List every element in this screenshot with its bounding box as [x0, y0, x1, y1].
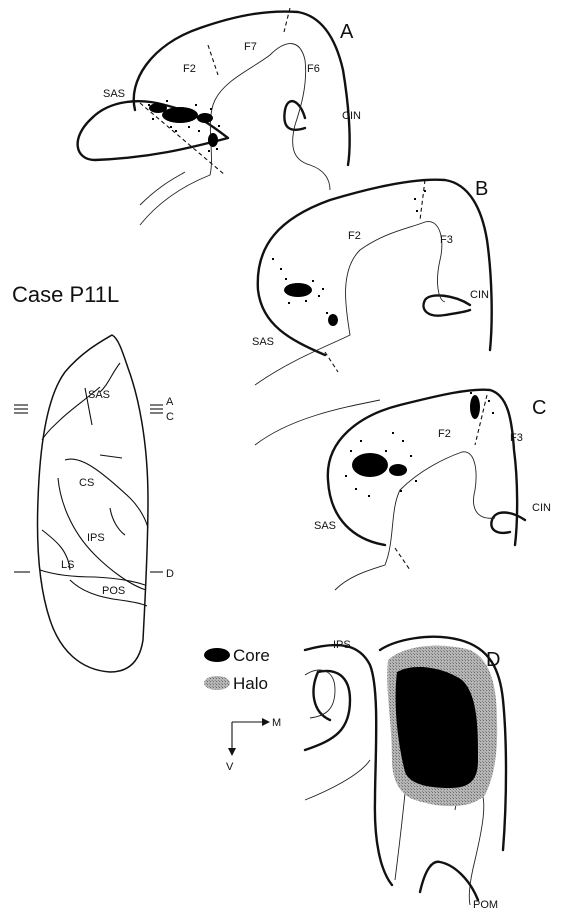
legend-core-label: Core [233, 646, 270, 665]
section-a-area-f6: F6 [307, 63, 320, 75]
section-d-ips-fold-2 [314, 672, 330, 720]
section-d-sulcus-pom: POM [473, 899, 498, 911]
section-c-sulcus-sas: SAS [314, 520, 336, 532]
section-a-border-f2-f7 [208, 45, 218, 75]
orientation-arrows: M V [226, 717, 281, 773]
section-c-labeled-cells [345, 392, 494, 497]
orientation-ventral: V [226, 761, 234, 773]
section-d-inner-mid [305, 760, 370, 800]
section-b: B F2 F3 SAS CIN [252, 178, 492, 385]
level-mark-d: D [166, 568, 174, 580]
section-a-inner [140, 44, 330, 225]
section-b-cin-notch [424, 295, 470, 315]
level-mark-ac-left [14, 405, 28, 413]
brain-map-sulcus-cs [65, 459, 148, 528]
section-d-ips-fold [305, 671, 350, 750]
orientation-medial: M [272, 717, 281, 729]
section-b-border-f2-f3 [420, 180, 425, 220]
section-c-border-sas [395, 548, 410, 570]
section-a: A F2 F7 F6 SAS CIN [78, 8, 361, 225]
brain-map-sulcus-cs-2 [100, 455, 122, 458]
section-d-core [396, 667, 478, 788]
section-a-sulcus-cin: CIN [342, 110, 361, 122]
section-b-border-sas [325, 352, 338, 372]
brain-map-sulcus-mid [110, 508, 125, 535]
section-c-inner [255, 400, 380, 445]
section-a-area-f7: F7 [244, 41, 257, 53]
section-a-basal-line [140, 172, 185, 205]
brain-map-label-sas: SAS [88, 389, 110, 401]
arrow-medial-head [262, 718, 270, 726]
section-c-cin-notch [491, 513, 525, 533]
section-b-sulcus-sas: SAS [252, 336, 274, 348]
section-b-inner [255, 222, 445, 385]
section-b-area-f3: F3 [440, 234, 453, 246]
case-title: Case P11L [12, 282, 119, 307]
level-mark-a: A [166, 396, 174, 408]
brain-map-label-ips: IPS [87, 532, 105, 544]
section-b-panel-letter: B [475, 178, 488, 200]
arrow-ventral-head [228, 748, 236, 756]
brain-map-label-pos: POS [102, 585, 125, 597]
section-c-area-f3: F3 [510, 432, 523, 444]
legend: Core Halo [204, 646, 270, 693]
section-d-outer-left [305, 645, 392, 885]
section-b-labeled-cells [272, 190, 426, 326]
section-a-labeled-cells [148, 100, 220, 152]
section-a-panel-letter: A [340, 21, 354, 43]
legend-core-swatch [204, 648, 230, 662]
level-mark-ac-right [150, 405, 163, 413]
section-b-area-f2: F2 [348, 230, 361, 242]
legend-halo-swatch [204, 676, 230, 690]
section-d-sulcus-ips: IPS [333, 639, 351, 651]
level-mark-c: C [166, 411, 174, 423]
section-c-panel-letter: C [532, 397, 546, 419]
section-d: D IPS POM [305, 637, 506, 911]
section-b-outline [258, 180, 492, 355]
section-c-sulcus-cin: CIN [532, 502, 551, 514]
section-a-outline [134, 12, 350, 165]
legend-halo-label: Halo [233, 674, 268, 693]
brain-map-outline [38, 335, 149, 672]
brain-map: SAS CS IPS LS POS A C D [14, 335, 174, 672]
section-c: C F2 F3 SAS CIN [255, 390, 551, 590]
brain-map-label-cs: CS [79, 477, 94, 489]
section-a-sulcus-sas: SAS [103, 88, 125, 100]
section-b-sulcus-cin: CIN [470, 289, 489, 301]
brain-map-label-ls: LS [61, 559, 74, 571]
section-d-panel-letter: D [486, 649, 500, 671]
section-a-area-f2: F2 [183, 63, 196, 75]
section-c-area-f2: F2 [438, 428, 451, 440]
brain-map-sulcus-top [100, 363, 120, 392]
